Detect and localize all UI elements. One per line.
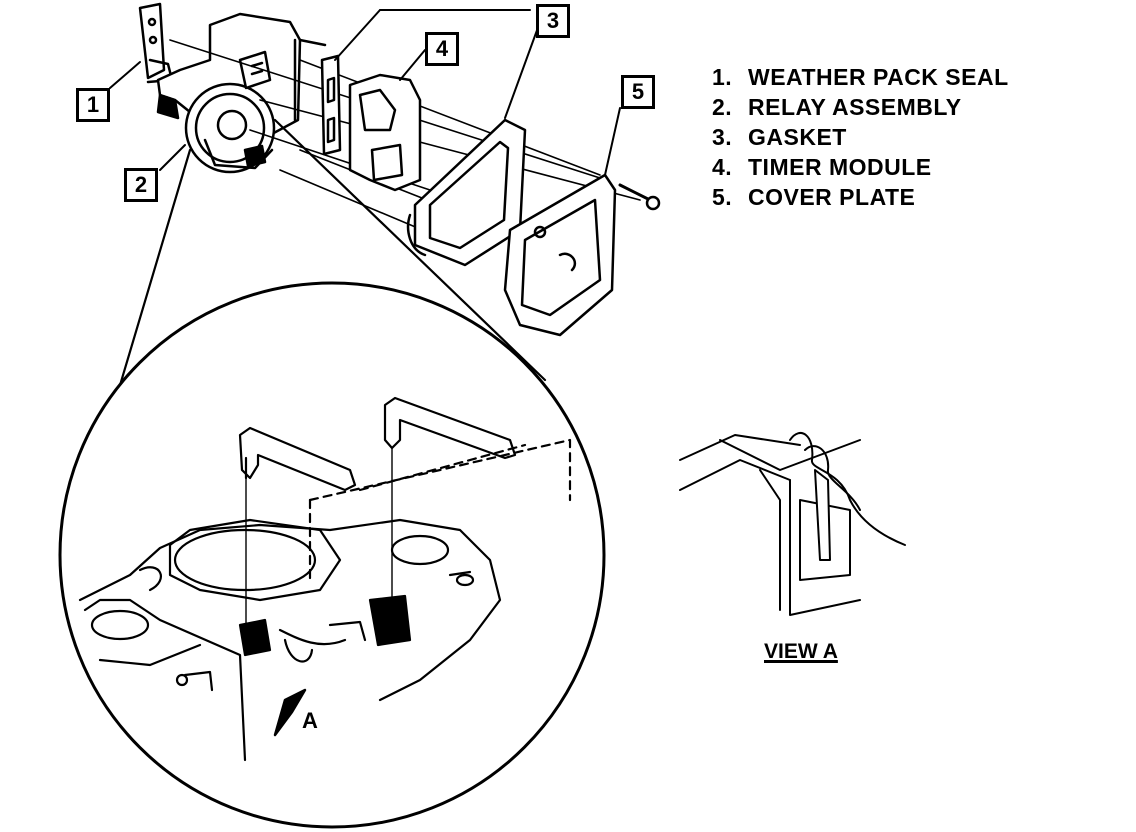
parts-legend: 1. WEATHER PACK SEAL 2. RELAY ASSEMBLY 3. G… bbox=[712, 62, 1009, 212]
legend-number: 4. bbox=[712, 154, 733, 180]
weather-pack-seal bbox=[138, 2, 174, 84]
legend-label: TIMER MODULE bbox=[748, 154, 932, 180]
legend-number: 1. bbox=[712, 64, 733, 90]
legend-item: 2. RELAY ASSEMBLY bbox=[712, 92, 1009, 122]
screw bbox=[618, 183, 661, 211]
gasket bbox=[406, 118, 527, 267]
legend-label: GASKET bbox=[748, 124, 847, 150]
legend-item: 4. TIMER MODULE bbox=[712, 152, 1009, 182]
timer-module bbox=[320, 54, 422, 192]
callout-2: 2 bbox=[124, 168, 158, 202]
legend-label: WEATHER PACK SEAL bbox=[748, 64, 1009, 90]
detail-circle bbox=[58, 281, 606, 829]
legend-item: 3. GASKET bbox=[712, 122, 1009, 152]
callout-3: 3 bbox=[536, 4, 570, 38]
view-a-title: VIEW A bbox=[764, 640, 838, 663]
detail-contents bbox=[78, 396, 572, 762]
legend-number: 2. bbox=[712, 94, 733, 120]
view-a-detail bbox=[679, 432, 906, 616]
legend-label: COVER PLATE bbox=[748, 184, 916, 210]
callout-5: 5 bbox=[621, 75, 655, 109]
legend-item: 1. WEATHER PACK SEAL bbox=[712, 62, 1009, 92]
relay-assembly bbox=[156, 12, 327, 174]
callout-4: 4 bbox=[425, 32, 459, 66]
view-arrow-label: A bbox=[302, 708, 318, 733]
view-arrow-shape bbox=[273, 688, 307, 737]
legend-number: 5. bbox=[712, 184, 733, 210]
cover-plate bbox=[503, 173, 617, 337]
callout-1: 1 bbox=[76, 88, 110, 122]
legend-number: 3. bbox=[712, 124, 733, 150]
legend-item: 5. COVER PLATE bbox=[712, 182, 1009, 212]
legend-label: RELAY ASSEMBLY bbox=[748, 94, 962, 120]
callout-leaders bbox=[109, 9, 621, 176]
